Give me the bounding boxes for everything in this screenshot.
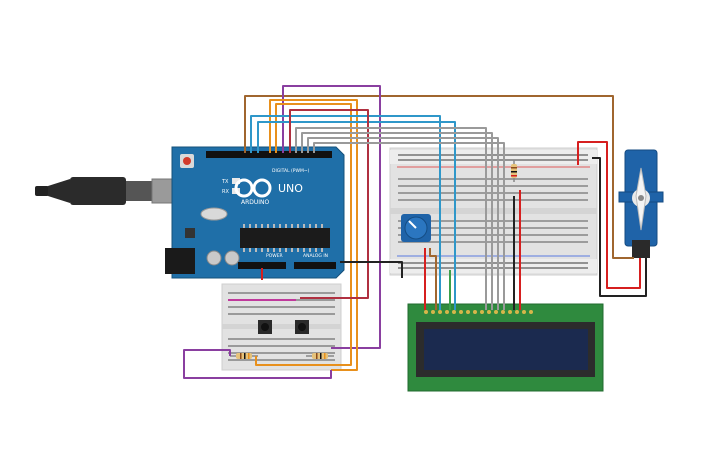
arduino-logo-icon [234, 178, 272, 198]
wire-purple-bottom[interactable] [183, 349, 332, 379]
power-jack[interactable] [165, 248, 195, 274]
resistor-1[interactable] [511, 160, 517, 182]
arduino-uno[interactable]: TX RX UNO ARDUINO DIGITAL (PWM~) POWER A… [165, 146, 345, 279]
micro-servo[interactable] [618, 149, 664, 258]
lcd-screen [424, 329, 588, 370]
wire-gray-2[interactable] [301, 132, 493, 310]
resistor-2[interactable] [230, 353, 258, 359]
power-header[interactable] [238, 262, 286, 269]
microcontroller-chip [240, 228, 330, 248]
wire-gray-1[interactable] [295, 127, 487, 310]
wire-brown[interactable] [244, 95, 634, 259]
digital-header[interactable] [206, 151, 332, 158]
wire-blue-1[interactable] [250, 115, 441, 310]
wire-brown-pot[interactable] [429, 248, 437, 310]
wire-maroon[interactable] [289, 109, 369, 299]
resistor-3[interactable] [306, 353, 334, 359]
wire-orange-2[interactable] [255, 103, 352, 366]
wire-orange-1[interactable] [269, 99, 358, 371]
digital-pins-label: DIGITAL (PWM~) [272, 168, 310, 174]
rx-label: RX [222, 189, 229, 195]
analog-pins-label: ANALOG IN [303, 253, 328, 259]
tx-label: TX [221, 179, 229, 185]
lcd-16x2[interactable] [407, 303, 604, 392]
usb-cable[interactable] [35, 177, 177, 205]
wire-gray-3[interactable] [307, 137, 499, 310]
breadboard-large[interactable] [389, 147, 598, 276]
wire-gray-4[interactable] [313, 142, 505, 310]
potentiometer[interactable] [401, 214, 431, 242]
pushbutton-1[interactable] [258, 320, 272, 334]
wire-blue-2[interactable] [257, 121, 456, 310]
power-pins-label: POWER [266, 253, 283, 259]
wire-black-servo[interactable] [592, 157, 647, 297]
wire-black-1[interactable] [340, 261, 403, 278]
board-brand-label: ARDUINO [241, 199, 270, 206]
analog-header[interactable] [294, 262, 336, 269]
board-model-label: UNO [278, 182, 303, 195]
wire-purple-top[interactable] [282, 85, 381, 349]
pushbutton-2[interactable] [295, 320, 309, 334]
wire-red-1[interactable] [577, 141, 641, 289]
